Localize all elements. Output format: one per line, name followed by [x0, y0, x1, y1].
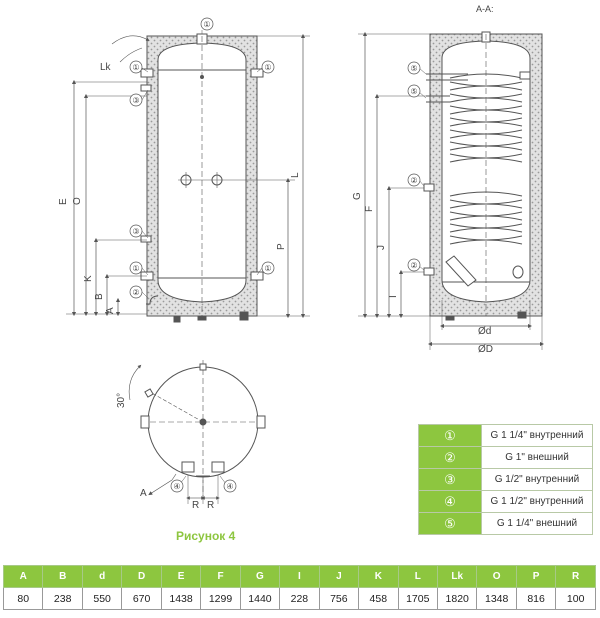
header-cell: G [239, 565, 281, 588]
dimensions-value-row: 80 238 550 670 1438 1299 1440 228 756 45… [2, 587, 596, 610]
legend-symbol: ② [418, 446, 482, 469]
header-cell: E [160, 565, 202, 588]
value-cell: 1820 [436, 587, 478, 610]
legend-row: ④ G 1 1/2" внутренний [418, 490, 593, 513]
header-cell: O [476, 565, 517, 588]
label-B: B [94, 293, 105, 300]
label-arrow-A: A [140, 488, 147, 499]
value-cell: 550 [81, 587, 123, 610]
legend-row: ③ G 1/2" внутренний [418, 468, 593, 491]
label-J: J [376, 245, 387, 250]
value-cell: 670 [121, 587, 162, 610]
legend-row: ② G 1" внешний [418, 446, 593, 469]
value-cell: 100 [555, 587, 596, 610]
label-D: ØD [478, 344, 493, 355]
header-cell: I [279, 565, 320, 588]
legend-text: G 1" внешний [481, 446, 593, 469]
value-cell: 756 [318, 587, 360, 610]
legend-row: ⑤ G 1 1/4" внешний [418, 512, 593, 535]
callout-2-section-upper: ② [410, 176, 417, 185]
callout-1-left-upper: ① [132, 63, 139, 72]
section-view [358, 31, 545, 350]
dimensions-header-row: A B d D E F G I J K L Lk O P R [2, 565, 596, 588]
label-E: E [58, 198, 69, 205]
header-cell: B [42, 565, 83, 588]
callout-3-left-lower: ③ [132, 227, 139, 236]
header-cell: J [318, 565, 360, 588]
value-cell: 80 [2, 587, 44, 610]
callout-2-left: ② [132, 288, 139, 297]
value-cell: 228 [279, 587, 320, 610]
section-label: A-A: [476, 4, 494, 14]
value-cell: 1705 [397, 587, 438, 610]
label-R-right: R [207, 500, 214, 511]
header-cell: D [121, 565, 162, 588]
value-cell: 816 [515, 587, 557, 610]
value-cell: 458 [358, 587, 399, 610]
label-L: L [290, 172, 301, 178]
header-cell: A [2, 565, 44, 588]
header-cell: R [555, 565, 596, 588]
legend-text: G 1/2" внутренний [481, 468, 593, 491]
legend-symbol: ④ [418, 490, 482, 513]
value-cell: 1299 [200, 587, 241, 610]
legend-symbol: ③ [418, 468, 482, 491]
label-K: K [83, 275, 94, 282]
legend-text: G 1 1/4" внешний [481, 512, 593, 535]
label-d: Ød [478, 326, 491, 337]
front-view-callouts [129, 17, 275, 299]
callout-3-left-upper: ③ [132, 96, 139, 105]
legend-text: G 1 1/4" внутренний [481, 424, 593, 447]
value-cell: 238 [42, 587, 83, 610]
callout-4-left: ④ [173, 482, 180, 491]
value-cell: 1438 [160, 587, 202, 610]
header-cell: P [515, 565, 557, 588]
label-P: P [276, 243, 287, 250]
legend-text: G 1 1/2" внутренний [481, 490, 593, 513]
label-R-left: R [192, 500, 199, 511]
value-cell: 1348 [476, 587, 517, 610]
label-angle: 30° [116, 393, 127, 408]
label-O: O [72, 197, 83, 205]
legend-symbol: ① [418, 424, 482, 447]
callout-1-left-lower: ① [132, 264, 139, 273]
header-cell: L [397, 565, 438, 588]
callout-5-upper: ⑤ [410, 64, 417, 73]
label-G: G [352, 192, 363, 200]
header-cell: d [81, 565, 123, 588]
dimensions-table: A B d D E F G I J K L Lk O P R 80 238 55… [2, 565, 596, 610]
callout-1-right-lower: ① [264, 264, 271, 273]
connection-legend: ① G 1 1/4" внутренний ② G 1" внешний ③ G… [418, 424, 593, 535]
label-F: F [364, 206, 375, 212]
value-cell: 1440 [239, 587, 281, 610]
callout-1-right-upper: ① [264, 63, 271, 72]
label-I: I [388, 295, 399, 298]
label-A: A [105, 307, 116, 314]
legend-row: ① G 1 1/4" внутренний [418, 424, 593, 447]
callout-5-lower: ⑤ [410, 87, 417, 96]
header-cell: Lk [436, 565, 478, 588]
figure-caption: Рисунок 4 [176, 529, 236, 543]
technical-drawing: ① ① ③ ③ ① ② ① ① Lk E O K B A L P [58, 4, 545, 511]
legend-symbol: ⑤ [418, 512, 482, 535]
callout-1-top: ① [203, 20, 210, 29]
header-cell: K [358, 565, 399, 588]
top-view [128, 360, 266, 504]
front-view [66, 30, 310, 323]
header-cell: F [200, 565, 241, 588]
callout-4-right: ④ [226, 482, 233, 491]
label-Lk: Lk [100, 62, 112, 73]
callout-2-section-lower: ② [410, 261, 417, 270]
